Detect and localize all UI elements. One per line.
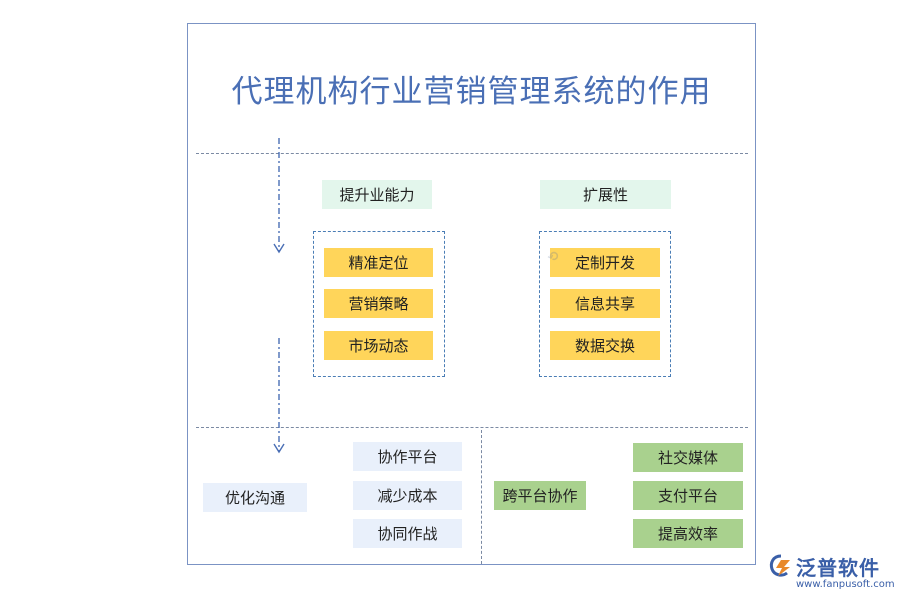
diagram-frame bbox=[187, 23, 756, 565]
logo-url: www.fanpusoft.com bbox=[796, 579, 895, 590]
improve-capability-group bbox=[313, 231, 445, 377]
item-data-exchange: 数据交换 bbox=[550, 331, 660, 360]
item-information-sharing: 信息共享 bbox=[550, 289, 660, 318]
separator-middle bbox=[196, 427, 748, 428]
item-reduce-cost: 减少成本 bbox=[353, 481, 462, 510]
logo-name: 泛普软件 bbox=[796, 556, 880, 580]
flow-arrow-bottom bbox=[273, 338, 285, 454]
optimize-communication-label: 优化沟通 bbox=[203, 483, 307, 512]
item-improve-efficiency: 提高效率 bbox=[633, 519, 743, 548]
separator-top bbox=[196, 153, 748, 154]
diagram-title: 代理机构行业营销管理系统的作用 bbox=[231, 74, 712, 110]
item-payment-platform: 支付平台 bbox=[633, 481, 743, 510]
item-collaboration-platform: 协作平台 bbox=[353, 442, 462, 471]
extensibility-group bbox=[539, 231, 671, 377]
item-coordinated-operation: 协同作战 bbox=[353, 519, 462, 548]
separator-vertical bbox=[481, 430, 482, 564]
improve-capability-header: 提升业能力 bbox=[322, 180, 432, 209]
item-social-media: 社交媒体 bbox=[633, 443, 743, 472]
fanpu-logo: 泛普软件 www.fanpusoft.com bbox=[768, 552, 895, 596]
item-precise-positioning: 精准定位 bbox=[324, 248, 433, 277]
item-custom-development: 定制开发 bbox=[550, 248, 660, 277]
item-market-dynamics: 市场动态 bbox=[324, 331, 433, 360]
extensibility-header: 扩展性 bbox=[540, 180, 671, 209]
item-marketing-strategy: 营销策略 bbox=[324, 289, 433, 318]
cross-platform-label: 跨平台协作 bbox=[494, 481, 586, 510]
fanpu-logo-icon bbox=[769, 554, 790, 577]
flow-arrow-top bbox=[273, 138, 285, 254]
